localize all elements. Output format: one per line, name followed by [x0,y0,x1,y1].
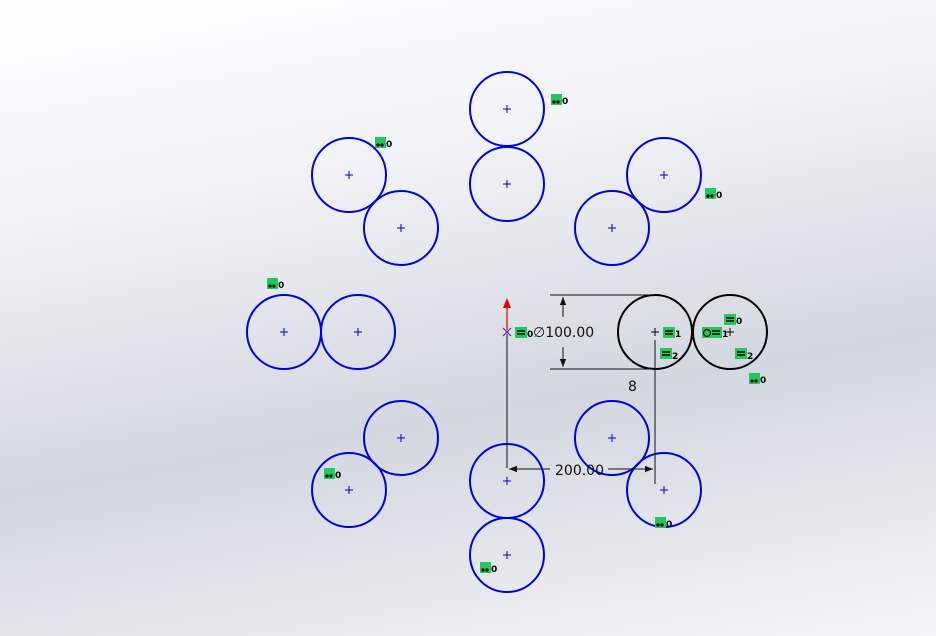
pattern-circle[interactable] [469,517,545,593]
equal-relation-icon[interactable]: 1 [663,327,681,340]
center-point-icon[interactable] [354,328,362,336]
coincident-relation-icon[interactable]: 0 [749,373,766,386]
center-point-icon[interactable] [345,171,353,179]
center-point-icon[interactable] [651,328,659,336]
center-point-icon[interactable] [345,486,353,494]
center-point-icon[interactable] [726,328,734,336]
coincident-relation-icon[interactable]: 0 [324,468,341,481]
center-point-icon[interactable] [660,486,668,494]
center-point-icon[interactable] [503,105,511,113]
svg-text:0: 0 [716,191,722,201]
distance-dimension[interactable]: 200.00 [555,463,604,479]
coincident-relation-icon[interactable]: 0 [267,278,284,291]
svg-text:0: 0 [491,565,497,575]
sketch-origin[interactable] [502,298,512,337]
svg-text:0: 0 [562,97,568,107]
seed-circle-tangent[interactable] [692,294,768,370]
coincident-relation-icon[interactable]: 0 [551,94,568,107]
svg-text:1: 1 [675,330,681,340]
tangent-relation-icon[interactable]: 1 [702,327,728,340]
coincident-relation-icon[interactable]: 0 [375,137,392,150]
pattern-circle[interactable] [311,452,387,528]
svg-text:0: 0 [666,520,672,530]
origin-y-arrow [503,298,511,308]
horizontal-relation-icon[interactable]: 0 [515,327,533,340]
center-point-icon[interactable] [608,224,616,232]
pattern-circle[interactable] [363,400,439,476]
center-point-icon[interactable] [503,180,511,188]
coincident-relation-icon[interactable]: 0 [655,517,672,530]
pattern-circle[interactable] [574,190,650,266]
center-point-icon[interactable] [397,434,405,442]
pattern-circle[interactable] [626,137,702,213]
coincident-relation-icon[interactable]: 0 [480,562,497,575]
pattern-circle[interactable] [311,137,387,213]
svg-text:0: 0 [760,376,766,386]
svg-text:0: 0 [386,140,392,150]
pattern-circle[interactable] [320,294,396,370]
pattern-circle[interactable] [574,400,650,476]
center-point-icon[interactable] [608,434,616,442]
origin-marker-icon [502,327,512,337]
center-point-icon[interactable] [503,477,511,485]
center-point-icon[interactable] [503,551,511,559]
pattern-count-label[interactable]: 8 [628,379,637,395]
svg-text:0: 0 [278,281,284,291]
diameter-dimension[interactable]: ∅100.00 [533,325,594,341]
vertical-relation-icon[interactable]: 2 [660,348,678,362]
center-point-icon[interactable] [660,171,668,179]
horizontal-relation-icon[interactable]: 0 [724,314,742,327]
pattern-circle[interactable] [363,190,439,266]
coincident-relation-icon[interactable]: 0 [705,188,722,201]
svg-text:2: 2 [672,352,678,362]
svg-text:0: 0 [736,317,742,327]
svg-text:1: 1 [722,330,728,340]
svg-text:2: 2 [747,352,753,362]
center-point-icon[interactable] [280,328,288,336]
svg-text:0: 0 [335,471,341,481]
pattern-circle[interactable] [469,146,545,222]
center-point-icon[interactable] [397,224,405,232]
svg-text:0: 0 [527,330,533,340]
vertical-relation-icon[interactable]: 2 [735,348,753,362]
